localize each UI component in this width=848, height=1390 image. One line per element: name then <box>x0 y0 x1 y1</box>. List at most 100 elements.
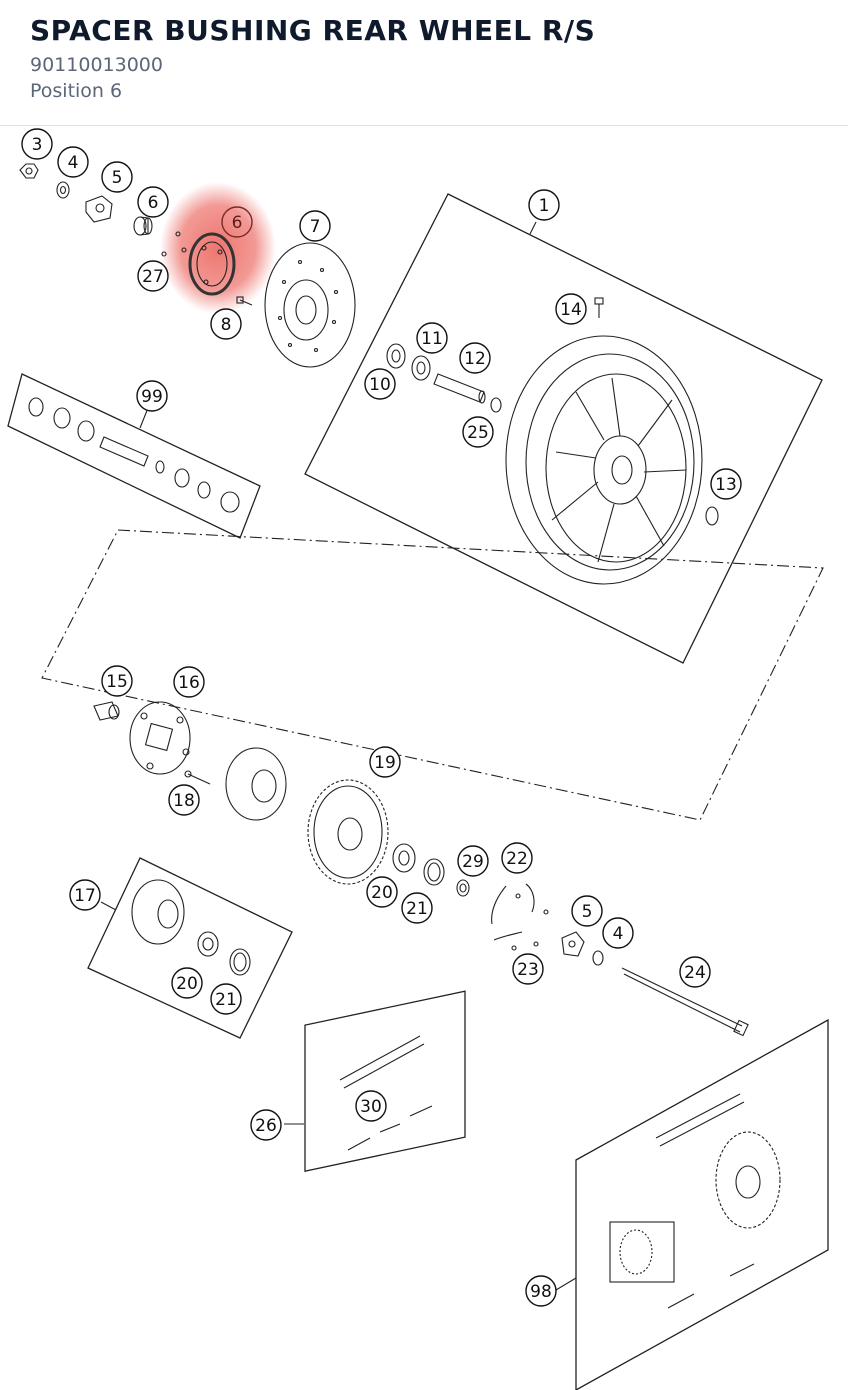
callout-label: 14 <box>560 300 582 320</box>
wheel-assembly-frame <box>304 193 823 664</box>
part-nut[interactable] <box>19 163 39 179</box>
callout-circle <box>364 368 396 400</box>
part-chain-adjuster-right[interactable] <box>561 931 585 957</box>
callout-part-5[interactable]: 5 <box>101 161 133 193</box>
part-clips-22-23[interactable] <box>491 883 549 951</box>
callout-part-21[interactable]: 21 <box>401 892 433 924</box>
callout-part-18[interactable]: 18 <box>168 784 200 816</box>
callout-label: 6 <box>232 213 243 233</box>
callout-circle <box>57 146 89 178</box>
part-bearing-kit-items[interactable] <box>28 397 240 513</box>
part-damper-rubber[interactable] <box>129 701 191 775</box>
part-chain[interactable] <box>339 1035 433 1151</box>
callout-label: 30 <box>360 1097 382 1117</box>
callout-part-24[interactable]: 24 <box>679 956 711 988</box>
callout-selected-part[interactable]: 6 <box>221 206 253 238</box>
callout-part-14[interactable]: 14 <box>555 293 587 325</box>
part-wheel-axle[interactable] <box>621 967 749 1037</box>
callout-label: 21 <box>406 899 428 919</box>
part-spacer-bushing-left[interactable] <box>133 216 153 236</box>
callout-circle <box>210 308 242 340</box>
callout-part-17[interactable]: 17 <box>69 879 101 911</box>
part-rear-sprocket[interactable] <box>307 779 389 885</box>
callout-label: 13 <box>715 475 737 495</box>
callout-part-4[interactable]: 4 <box>57 146 89 178</box>
callout-part-7[interactable]: 7 <box>299 210 331 242</box>
callout-circle <box>369 746 401 778</box>
part-bearing-20[interactable] <box>392 843 416 873</box>
part-brake-disc[interactable] <box>264 242 356 368</box>
callout-label: 11 <box>421 329 443 349</box>
callout-part-23[interactable]: 23 <box>512 953 544 985</box>
part-ring-25[interactable] <box>490 397 502 413</box>
part-sleeve-15[interactable] <box>93 701 120 721</box>
chain-kit-frame <box>304 990 466 1172</box>
part-sprocket-carrier[interactable] <box>225 747 287 821</box>
callout-part-26[interactable]: 26 <box>250 1109 282 1141</box>
part-title: SPACER BUSHING REAR WHEEL R/S <box>30 14 596 47</box>
callout-part-27[interactable]: 27 <box>137 260 169 292</box>
part-bearing-10[interactable] <box>386 343 406 369</box>
part-bearing-11[interactable] <box>411 355 431 381</box>
part-chain-adjuster[interactable] <box>85 195 113 223</box>
part-washer-small[interactable] <box>56 181 70 199</box>
callout-part-21[interactable]: 21 <box>210 983 242 1015</box>
part-valve[interactable] <box>594 297 604 318</box>
callout-label: 6 <box>148 193 159 213</box>
callout-label: 18 <box>173 791 195 811</box>
callout-part-10[interactable]: 10 <box>364 368 396 400</box>
bearing-kit-frame <box>7 373 261 539</box>
callout-part-20[interactable]: 20 <box>171 967 203 999</box>
part-bearing-13[interactable] <box>705 506 719 526</box>
callout-label: 99 <box>141 387 163 407</box>
selected-part-highlight <box>160 182 276 314</box>
part-spacer-29[interactable] <box>456 879 470 897</box>
callout-part-12[interactable]: 12 <box>459 342 491 374</box>
callout-label: 29 <box>462 852 484 872</box>
hub-kit-frame <box>87 857 293 1039</box>
part-spacer-sleeve-12[interactable] <box>433 373 486 404</box>
callout-part-16[interactable]: 16 <box>173 666 205 698</box>
callout-circle <box>101 665 133 697</box>
callout-part-8[interactable]: 8 <box>210 308 242 340</box>
callout-part-1[interactable]: 1 <box>528 189 560 221</box>
callout-part-11[interactable]: 11 <box>416 322 448 354</box>
part-chain-set[interactable] <box>609 1093 781 1309</box>
callout-circle <box>299 210 331 242</box>
callout-part-99[interactable]: 99 <box>136 380 168 412</box>
callout-part-15[interactable]: 15 <box>101 665 133 697</box>
callout-label: 4 <box>613 924 624 944</box>
part-bolt-18[interactable] <box>184 770 211 785</box>
callout-part-25[interactable]: 25 <box>462 416 494 448</box>
callout-circle <box>710 468 742 500</box>
part-screws-small[interactable] <box>161 231 187 257</box>
callout-label: 26 <box>255 1116 277 1136</box>
callout-part-20[interactable]: 20 <box>366 876 398 908</box>
callout-part-98[interactable]: 98 <box>525 1275 557 1307</box>
part-washer-right[interactable] <box>592 950 604 966</box>
part-sprocket-carrier-kit[interactable] <box>131 879 185 945</box>
callout-label: 17 <box>74 886 96 906</box>
part-bearing-kit-20[interactable] <box>197 931 219 957</box>
callout-circle <box>137 186 169 218</box>
callout-part-6[interactable]: 6 <box>137 186 169 218</box>
callout-label: 7 <box>310 217 321 237</box>
callout-label: 1 <box>539 196 550 216</box>
callout-part-29[interactable]: 29 <box>457 845 489 877</box>
callout-part-5[interactable]: 5 <box>571 895 603 927</box>
part-position: Position 6 <box>30 80 123 102</box>
callout-label: 12 <box>464 349 486 369</box>
part-bolt-8[interactable] <box>236 296 253 306</box>
callout-part-22[interactable]: 22 <box>501 842 533 874</box>
callout-part-30[interactable]: 30 <box>355 1090 387 1122</box>
callout-part-19[interactable]: 19 <box>369 746 401 778</box>
part-ring-kit-21[interactable] <box>229 948 251 976</box>
callout-circle <box>416 322 448 354</box>
part-spacer-bushing-rear-wheel-rs[interactable] <box>188 232 236 296</box>
callout-part-4[interactable]: 4 <box>602 917 634 949</box>
callout-part-13[interactable]: 13 <box>710 468 742 500</box>
part-ring-21[interactable] <box>423 858 445 886</box>
part-rear-wheel[interactable] <box>505 335 703 585</box>
callout-circle <box>555 293 587 325</box>
callout-part-3[interactable]: 3 <box>21 128 53 160</box>
